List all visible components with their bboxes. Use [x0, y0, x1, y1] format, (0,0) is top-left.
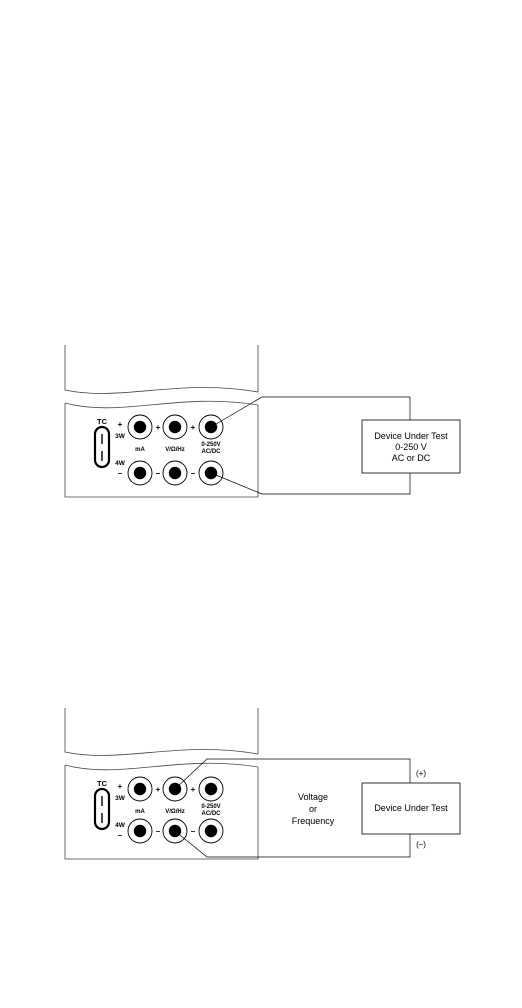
- range-label-line2-2: AC/DC: [202, 811, 222, 817]
- minus-sign-4w-2: –: [118, 831, 123, 840]
- instrument-upper-outline-2: [65, 708, 258, 755]
- jack-ma-minus[interactable]: [128, 461, 152, 485]
- plus-sign-2: +: [191, 423, 196, 432]
- plus-sign-1-2: +: [156, 785, 161, 794]
- jack-250v-minus-2[interactable]: [199, 819, 223, 843]
- v-ohm-hz-label-2: V/Ω/Hz: [165, 809, 184, 815]
- signal-label-line1: Voltage: [298, 792, 328, 802]
- jack-ma-minus-2[interactable]: [128, 819, 152, 843]
- signal-label-line3: Frequency: [292, 816, 335, 826]
- minus-sign-1: –: [156, 469, 161, 478]
- jack-250v-plus-2[interactable]: [199, 777, 223, 801]
- ma-label: mA: [135, 447, 145, 453]
- device-label-line3: AC or DC: [392, 453, 431, 463]
- jack-ma-plus-2[interactable]: [128, 777, 152, 801]
- range-label-line1-2: 0-250V: [201, 804, 220, 810]
- four-wire-label-2: 4W: [115, 822, 126, 829]
- device-label-line2: 0-250 V: [395, 442, 427, 452]
- tc-label-2: TC: [97, 779, 108, 788]
- diagram-voltage-measurement: TC + 3W 4W – + + mA V/Ω/Hz 0-250V AC/DC: [65, 345, 460, 497]
- ma-label-2: mA: [135, 809, 145, 815]
- minus-sign-2: –: [191, 469, 196, 478]
- range-label-line2: AC/DC: [202, 449, 222, 455]
- three-wire-label: 3W: [115, 433, 126, 440]
- minus-sign-1-2: –: [156, 827, 161, 836]
- plus-sign-3w-2: +: [118, 782, 123, 791]
- wire-negative: [211, 473, 410, 494]
- v-ohm-hz-label: V/Ω/Hz: [165, 447, 184, 453]
- diagram-voltage-frequency-source: TC + 3W 4W – + + mA V/Ω/Hz 0-250V AC/DC: [65, 708, 460, 859]
- jack-v-minus[interactable]: [163, 461, 187, 485]
- device-label-2: Device Under Test: [374, 803, 448, 813]
- instrument-upper-outline: [65, 345, 258, 393]
- signal-label-line2: or: [309, 804, 317, 814]
- jack-ma-plus[interactable]: [128, 415, 152, 439]
- range-label-line1: 0-250V: [201, 442, 220, 448]
- instrument-panel-top-2: [65, 763, 258, 770]
- minus-sign-4w: –: [118, 469, 123, 478]
- plus-sign-1: +: [156, 423, 161, 432]
- jack-v-plus[interactable]: [163, 415, 187, 439]
- device-label-line1: Device Under Test: [374, 431, 448, 441]
- polarity-minus-label: (–): [416, 840, 426, 849]
- tc-label: TC: [97, 417, 108, 426]
- polarity-plus-label: (+): [416, 769, 426, 778]
- plus-sign-3w: +: [118, 420, 123, 429]
- minus-sign-2-2: –: [191, 827, 196, 836]
- four-wire-label: 4W: [115, 460, 126, 467]
- instrument-panel-top: [65, 401, 258, 408]
- plus-sign-2-2: +: [191, 785, 196, 794]
- three-wire-label-2: 3W: [115, 795, 126, 802]
